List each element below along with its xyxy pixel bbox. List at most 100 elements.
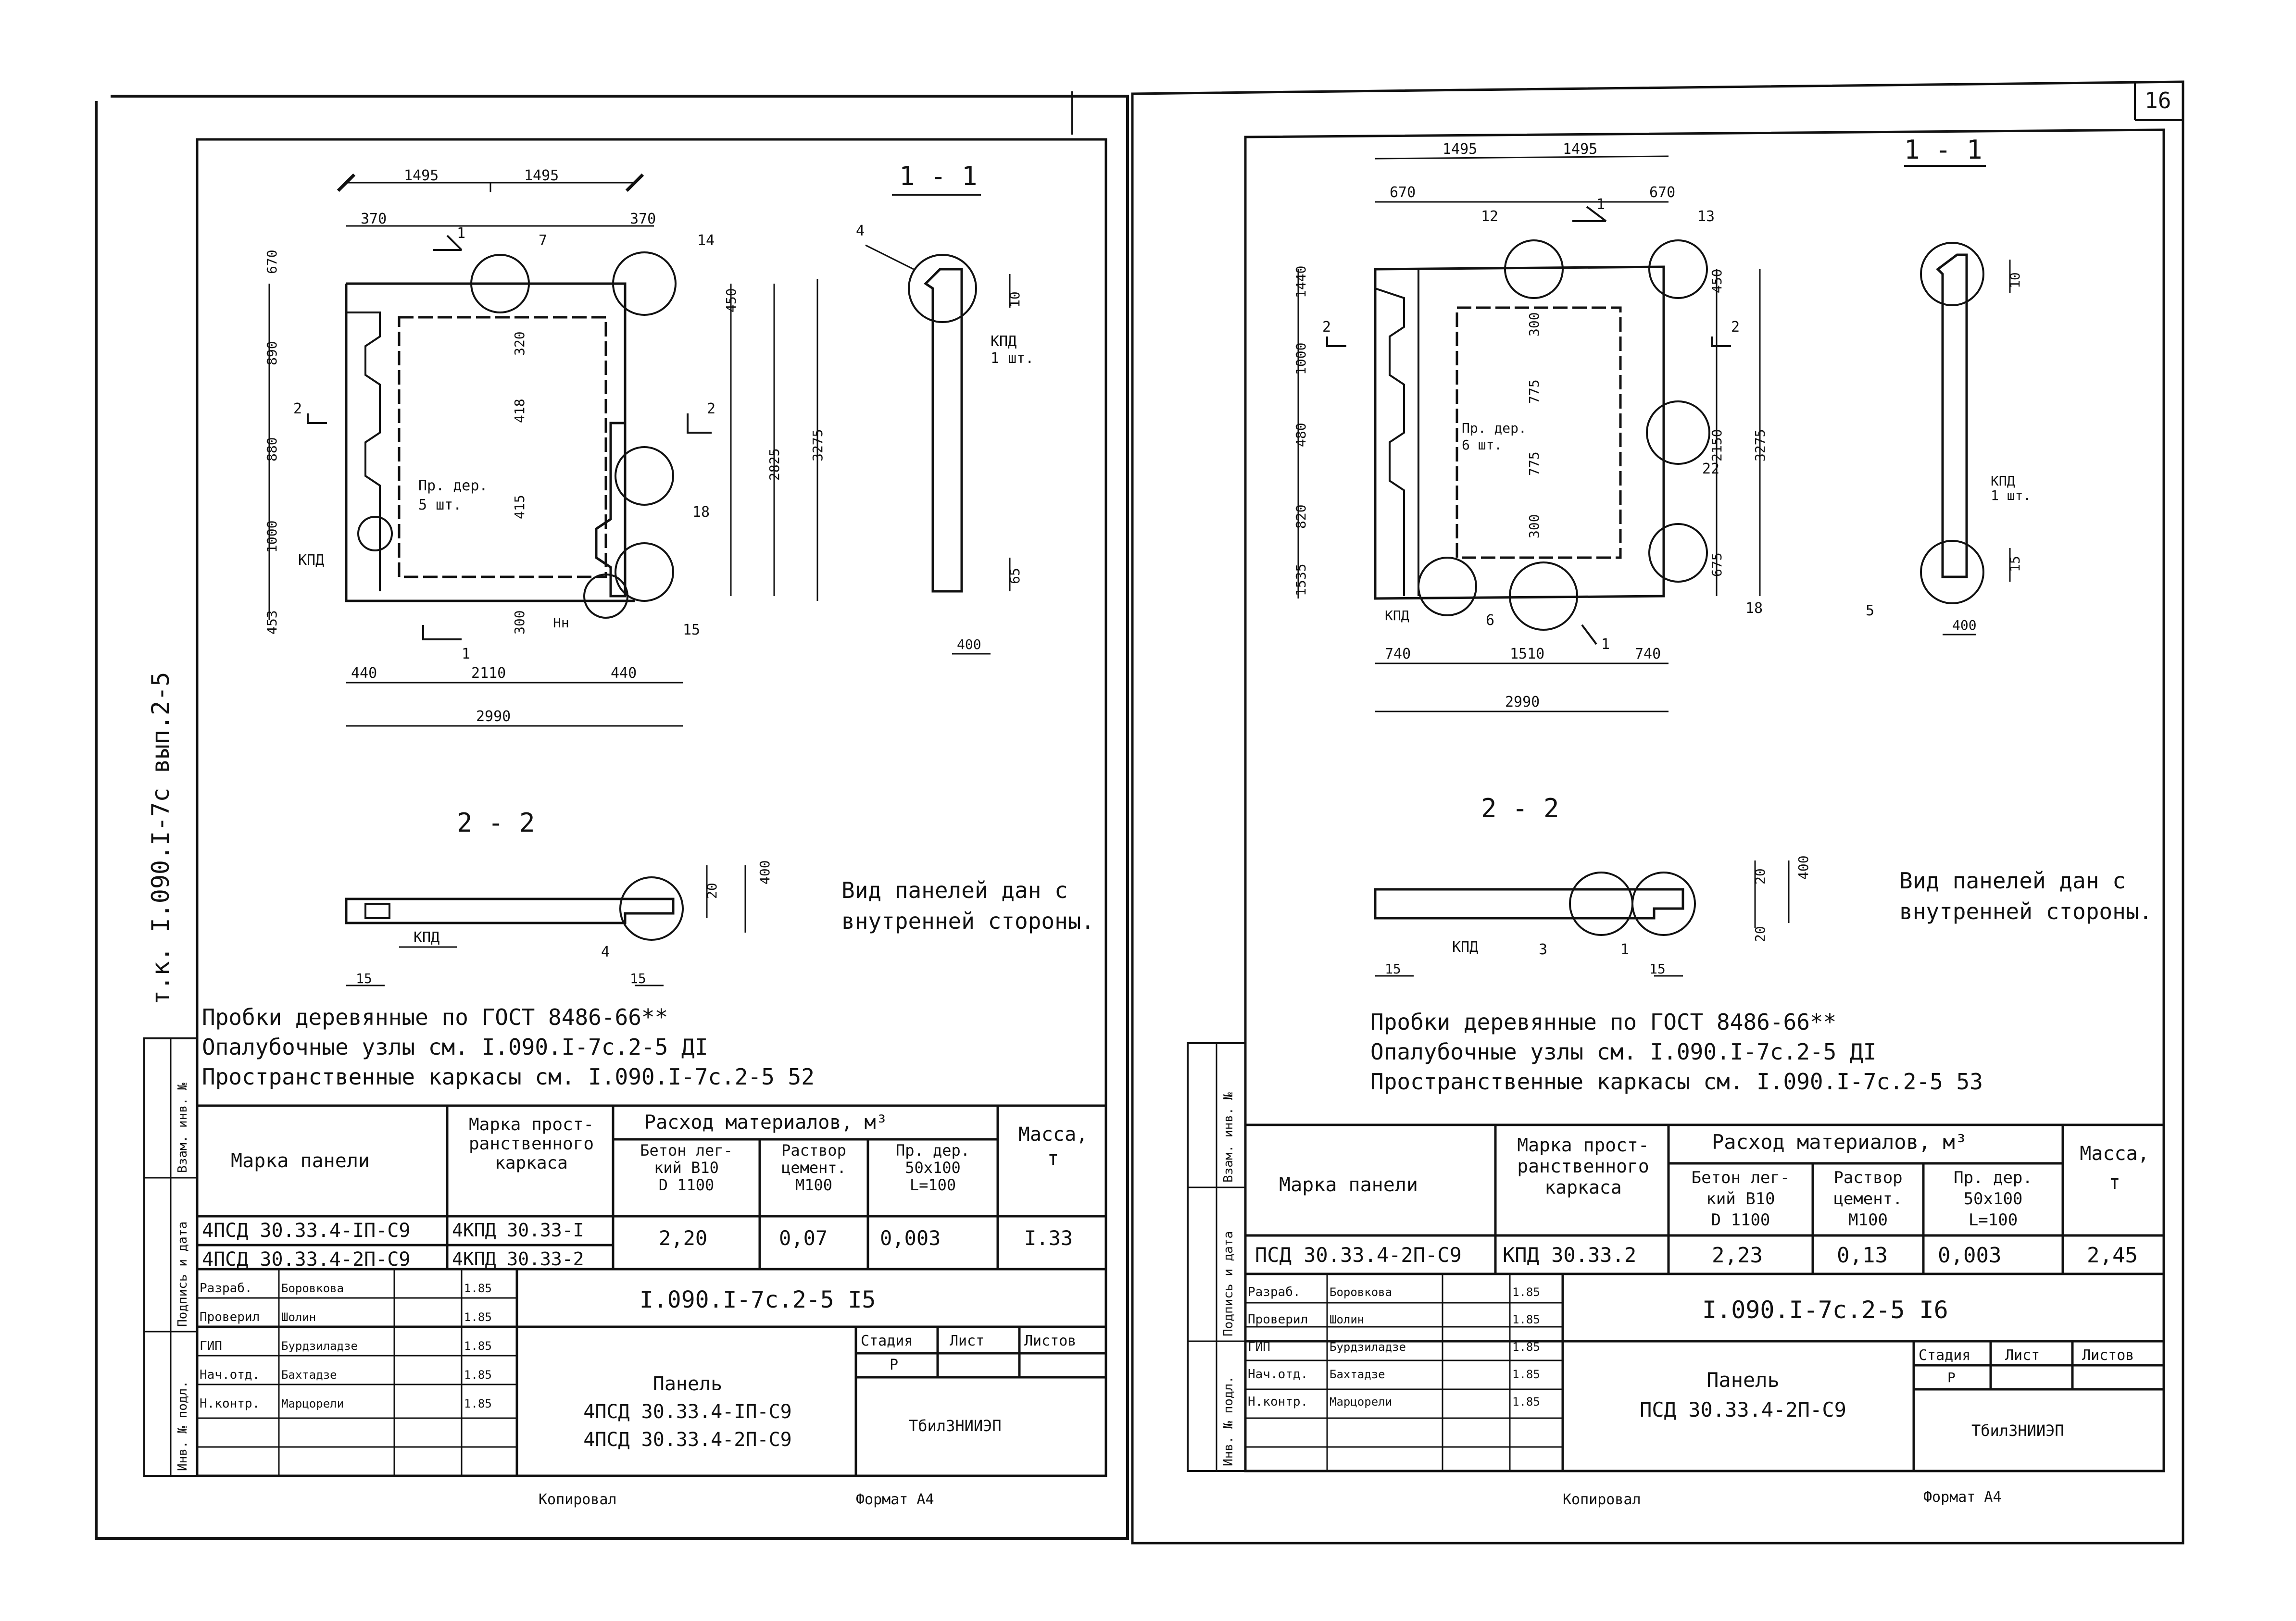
- left-table-grid: [143, 1037, 1107, 1477]
- svg-text:КПД: КПД: [1452, 939, 1478, 956]
- right-table-grid: [1187, 1042, 2165, 1472]
- left-footer-copied: Копировал: [539, 1491, 617, 1508]
- svg-text:320: 320: [512, 331, 527, 356]
- svg-text:740: 740: [1635, 646, 1661, 662]
- svg-text:440: 440: [611, 665, 637, 682]
- svg-text:2: 2: [1322, 319, 1331, 336]
- right-row-0-wood: 0,003: [1938, 1243, 2002, 1268]
- svg-text:2990: 2990: [476, 708, 511, 725]
- svg-text:15: 15: [630, 971, 646, 986]
- svg-text:18: 18: [1745, 600, 1763, 617]
- svg-text:450: 450: [723, 288, 739, 312]
- side-code: т.к. I.090.I-7с вып.2-5: [147, 672, 175, 1005]
- svg-text:10: 10: [2007, 272, 2023, 288]
- outer-frames: [95, 80, 2184, 1545]
- svg-text:1 шт.: 1 шт.: [1991, 487, 2031, 503]
- left-row-0-frame: 4КПД 30.33-I: [452, 1220, 584, 1241]
- svg-text:740: 740: [1385, 646, 1411, 662]
- right-tb-stage-h2: Листов: [2082, 1347, 2134, 1364]
- left-tb-roles: Разраб. Проверил ГИП Нач.отд. Н.контр.: [200, 1281, 260, 1411]
- right-section-2-2-texts: 2 - 2 КПД 3 1 15 15 20 20 400: [1385, 793, 1811, 977]
- stamp-sign-r: Подпись и дата: [1221, 1231, 1236, 1336]
- right-vertical-dims: 1440 1000 480 820 1535 450 2150 675 3275…: [1293, 266, 1768, 596]
- svg-text:КПД: КПД: [991, 333, 1016, 350]
- svg-text:890: 890: [264, 341, 280, 365]
- left-th-sub-0: Бетон лег- кий В10 D 1100: [640, 1141, 733, 1194]
- left-section-2-2-texts: 2 - 2 КПД 4 15 15 20 400: [356, 808, 773, 986]
- left-th-panel: Марка панели: [231, 1150, 370, 1172]
- left-tb-stage-h1: Лист: [950, 1333, 985, 1349]
- svg-text:6 шт.: 6 шт.: [1462, 437, 1502, 453]
- svg-text:3275: 3275: [1752, 429, 1768, 461]
- svg-text:2825: 2825: [766, 449, 782, 481]
- svg-text:14: 14: [697, 232, 715, 249]
- left-tb-stage-h2: Листов: [1024, 1333, 1077, 1349]
- right-row-0-concrete: 2,23: [1712, 1243, 1763, 1268]
- right-section-2-2: [1374, 860, 1790, 977]
- svg-text:7: 7: [539, 232, 547, 249]
- left-th-frame: Марка прост- ранственного каркаса: [468, 1115, 594, 1173]
- left-row-1-panel: 4ПСД 30.33.4-2П-С9: [202, 1248, 411, 1271]
- left-tb-stage-v0: Р: [890, 1357, 899, 1373]
- svg-text:5: 5: [1866, 602, 1874, 619]
- svg-text:453: 453: [264, 610, 280, 635]
- svg-text:1495: 1495: [404, 167, 439, 184]
- svg-text:2 - 2: 2 - 2: [457, 808, 535, 838]
- svg-text:Нн: Нн: [553, 615, 569, 631]
- svg-text:1440: 1440: [1293, 266, 1309, 298]
- right-footer-copied: Копировал: [1563, 1491, 1641, 1508]
- right-tb-names: Боровкова Шолин Бурдзиладзе Бахтадзе Мар…: [1330, 1285, 1406, 1409]
- stamp-sign: Подпись и дата: [176, 1221, 190, 1327]
- svg-text:1000: 1000: [264, 521, 280, 553]
- right-row-0-mass: 2,45: [2087, 1243, 2138, 1268]
- svg-text:1 - 1: 1 - 1: [1904, 135, 1982, 165]
- right-tb-dates: 1.85 1.85 1.85 1.85 1.85: [1512, 1285, 1540, 1409]
- stamp-repl: Взам. инв. №: [176, 1083, 190, 1173]
- left-row-1-frame: 4КПД 30.33-2: [452, 1248, 584, 1270]
- svg-text:20: 20: [1752, 926, 1768, 942]
- left-elevation-texts: 1495 1495 370 370 440 2110 440 2990 7 14…: [293, 167, 715, 725]
- right-panel-elevation: [1297, 155, 1761, 712]
- svg-text:400: 400: [957, 636, 981, 652]
- right-th-panel: Марка панели: [1279, 1174, 1418, 1196]
- svg-text:15: 15: [1649, 961, 1666, 977]
- svg-text:880: 880: [264, 437, 280, 461]
- inner-borders: [196, 128, 2165, 1477]
- svg-text:400: 400: [1952, 617, 1977, 633]
- left-tb-code: I.090.I-7с.2-5 I5: [640, 1286, 876, 1313]
- left-panel-elevation: [268, 173, 818, 727]
- svg-text:370: 370: [361, 211, 387, 227]
- right-tb-title: Панель ПСД 30.33.4-2П-С9: [1640, 1368, 1846, 1421]
- svg-text:18: 18: [692, 504, 710, 521]
- svg-text:1: 1: [457, 225, 465, 242]
- svg-text:300: 300: [1526, 514, 1542, 538]
- svg-text:400: 400: [757, 860, 773, 885]
- left-tb-names: Боровкова Шолин Бурдзиладзе Бахтадзе Мар…: [281, 1282, 358, 1410]
- right-row-0-panel: ПСД 30.33.4-2П-С9: [1255, 1243, 1462, 1267]
- svg-text:370: 370: [630, 211, 656, 227]
- svg-text:КПД: КПД: [414, 929, 439, 946]
- svg-text:775: 775: [1526, 379, 1542, 404]
- right-section-1-1: [1904, 165, 2011, 636]
- right-row-0-mortar: 0,13: [1837, 1243, 1888, 1268]
- svg-text:1: 1: [1620, 941, 1629, 958]
- svg-text:2990: 2990: [1505, 694, 1540, 711]
- svg-text:Пр. дер.: Пр. дер.: [418, 477, 488, 494]
- svg-text:20: 20: [704, 883, 720, 899]
- right-tb-org: ТбилЗНИИЭП: [1971, 1421, 2064, 1440]
- svg-text:2: 2: [293, 400, 302, 417]
- svg-text:15: 15: [356, 971, 372, 986]
- right-th-mass: Масса, т: [2080, 1143, 2149, 1194]
- svg-text:300: 300: [1526, 312, 1542, 337]
- svg-text:1495: 1495: [1443, 141, 1477, 158]
- left-row-0-wood: 0,003: [880, 1226, 941, 1250]
- svg-text:775: 775: [1526, 451, 1542, 476]
- svg-text:13: 13: [1697, 208, 1715, 225]
- svg-text:1: 1: [1596, 196, 1605, 213]
- right-th-frame: Марка прост- ранственного каркаса: [1517, 1135, 1649, 1198]
- svg-text:КПД: КПД: [1991, 473, 2015, 489]
- left-row-0-mortar: 0,07: [779, 1226, 828, 1250]
- svg-text:КПД: КПД: [298, 552, 324, 569]
- svg-text:440: 440: [351, 665, 377, 682]
